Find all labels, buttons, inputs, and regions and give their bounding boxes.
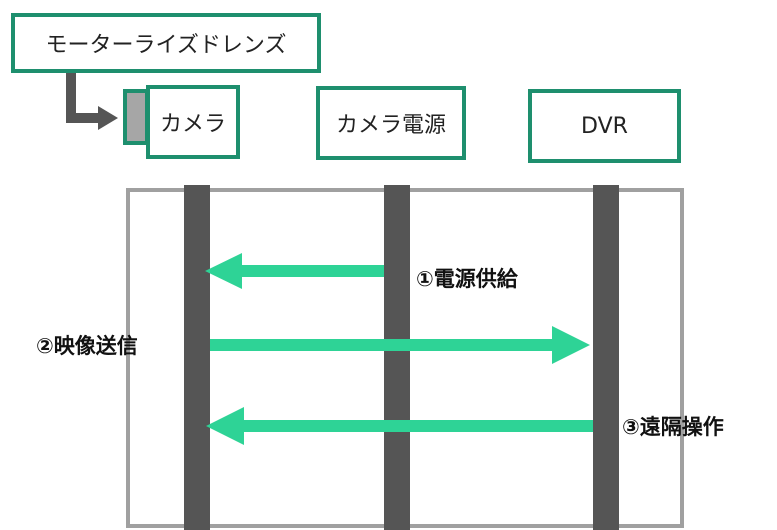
remote-operation-arrow xyxy=(206,407,593,445)
camera-box: カメラ xyxy=(146,85,240,159)
dvr-box: DVR xyxy=(528,89,681,163)
lens-connector-arrow xyxy=(66,73,118,130)
remote-operation-label: ③遠隔操作 xyxy=(622,415,724,439)
video-transmission-arrow xyxy=(210,326,590,364)
camera-power-box: カメラ電源 xyxy=(316,86,466,160)
camera-lifeline xyxy=(184,185,210,530)
motorized-lens-label: モーターライズドレンズ xyxy=(45,33,287,58)
power-supply-label: ①電源供給 xyxy=(416,267,518,291)
camera-power-label: カメラ電源 xyxy=(335,113,446,138)
dvr-lifeline xyxy=(593,185,619,530)
power-supply-arrow xyxy=(205,253,384,289)
motorized-lens-box: モーターライズドレンズ xyxy=(11,13,321,73)
camera-label: カメラ xyxy=(159,112,226,137)
dvr-label: DVR xyxy=(581,113,628,139)
video-transmission-label: ②映像送信 xyxy=(36,334,138,358)
power-lifeline xyxy=(384,185,410,530)
